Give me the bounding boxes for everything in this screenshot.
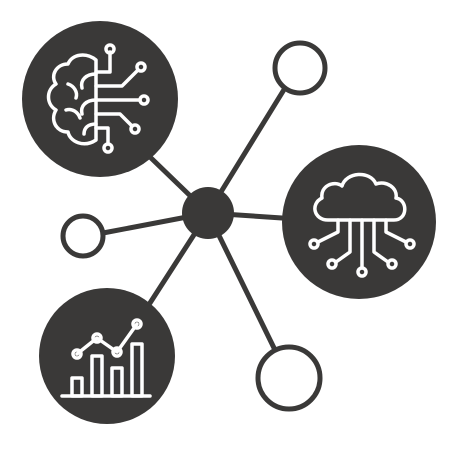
small-node-left: [60, 213, 106, 259]
small-node-bottom-right: [255, 344, 323, 412]
analytics-chart-icon: [60, 318, 152, 398]
analytics-node: [39, 288, 175, 424]
analytics-node-circle: [39, 288, 175, 424]
brain-circuit-icon: [46, 43, 150, 154]
brain-node: [22, 21, 178, 177]
cloud-node-circle: [282, 145, 436, 299]
cloud-node: [282, 145, 436, 299]
hub-node: [182, 187, 234, 239]
small-node-top-right: [272, 40, 328, 96]
cloud-network-icon: [308, 172, 416, 278]
